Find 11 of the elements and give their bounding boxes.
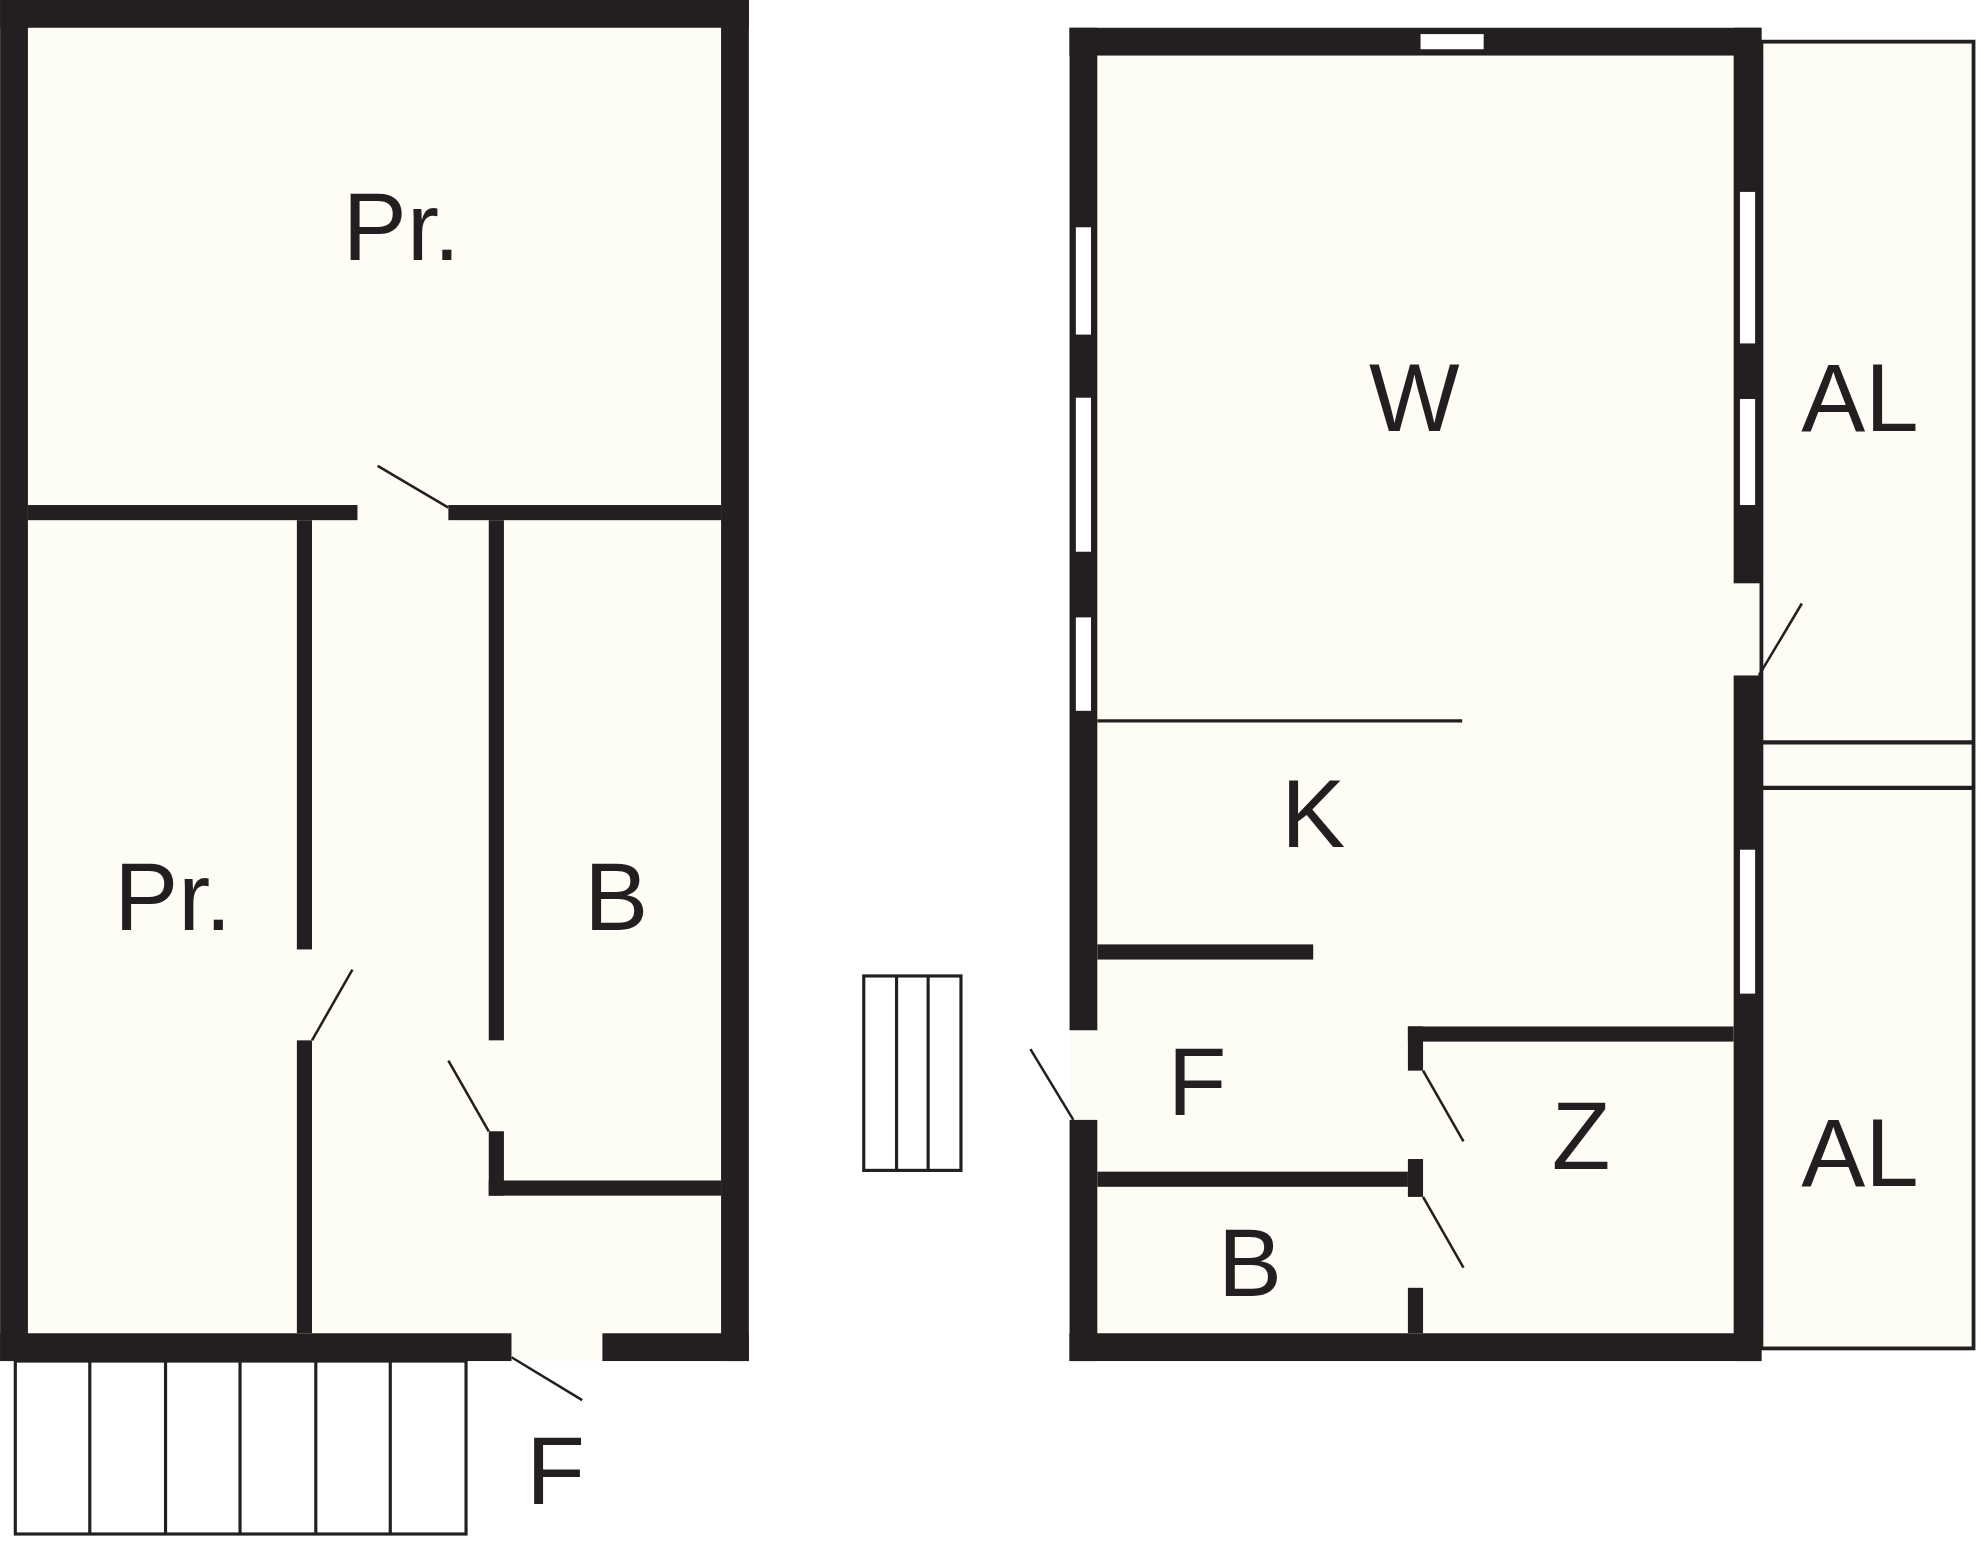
room-label: B (1218, 1214, 1283, 1311)
room-label: Pr. (114, 848, 232, 945)
room-label: F (526, 1423, 585, 1520)
room-label: F (1167, 1034, 1227, 1131)
room-label: Pr. (342, 179, 461, 276)
room-label: Z (1551, 1088, 1611, 1185)
room-label: W (1369, 349, 1460, 446)
room-label: AL (1801, 349, 1919, 446)
room-label: K (1281, 766, 1346, 863)
room-label: AL (1801, 1104, 1919, 1201)
room-label: B (584, 848, 649, 945)
